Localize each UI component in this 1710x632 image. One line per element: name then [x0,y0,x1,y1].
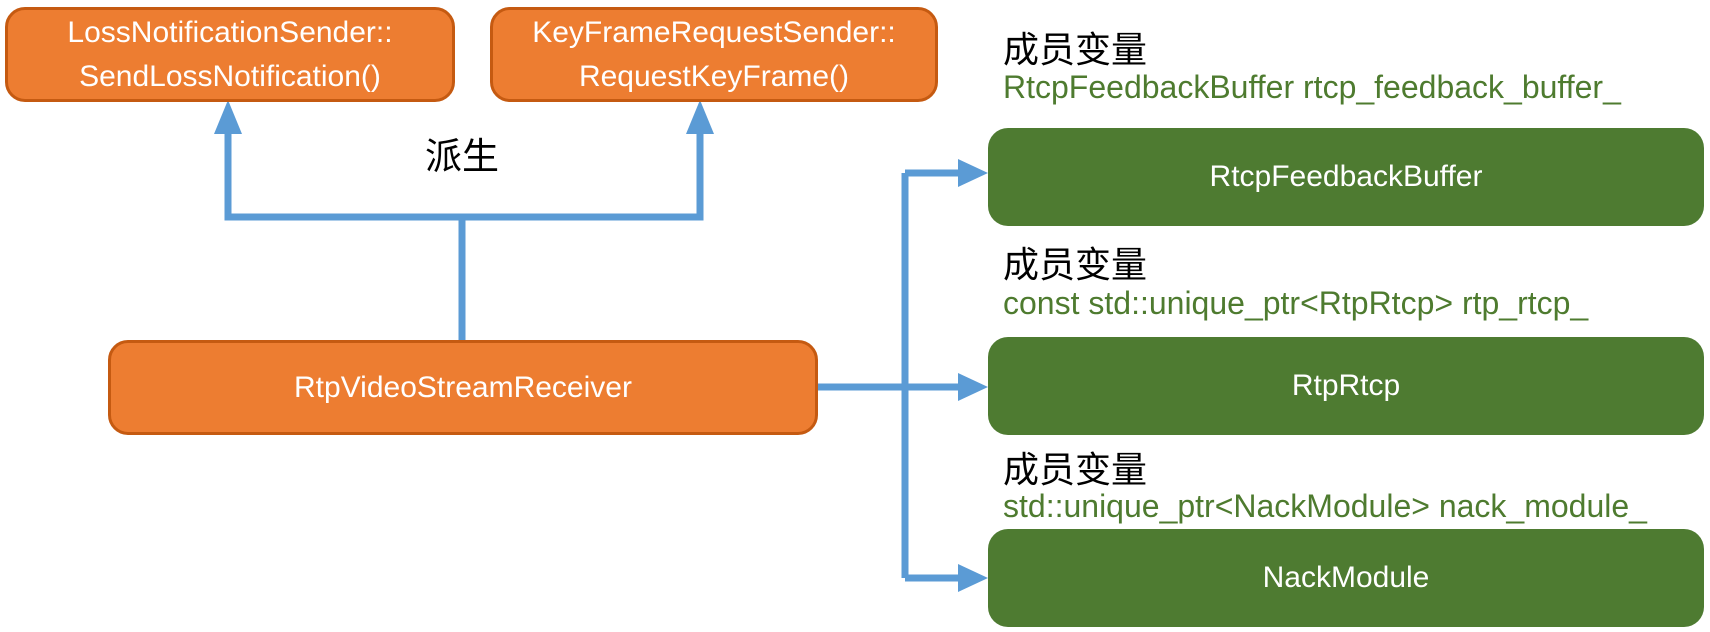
member-arrowhead-bottom [958,564,988,592]
member-section-label: 成员变量 [1003,244,1148,285]
member-arrowhead-middle [958,373,988,401]
class-box-line: NackModule [1262,561,1430,594]
class-box-line: LossNotificationSender:: [67,16,393,49]
class-box-line: RtcpFeedbackBuffer [1209,160,1483,193]
member-arrowhead-top [958,159,988,187]
class-box-line: RequestKeyFrame() [578,59,850,93]
class-box-line: RtpRtcp [1291,369,1401,402]
class-box-keyframe-request-sender: KeyFrameRequestSender:: RequestKeyFrame(… [490,7,938,102]
class-box-nack-module: NackModule [988,529,1704,627]
member-section-label: 成员变量 [1003,29,1148,70]
member-declaration: const std::unique_ptr<RtpRtcp> rtp_rtcp_ [1003,285,1589,321]
class-box-line: KeyFrameRequestSender:: [532,16,896,49]
class-box-rtp-rtcp: RtpRtcp [988,337,1704,435]
member-section-label: 成员变量 [1003,449,1148,490]
class-box-line: SendLossNotification() [79,59,381,93]
member-declaration: std::unique_ptr<NackModule> nack_module_ [1003,488,1647,524]
class-box-rtp-video-stream-receiver: RtpVideoStreamReceiver [108,340,818,435]
derive-label: 派生 [425,136,499,177]
inheritance-arrowhead-right [686,100,714,134]
member-declaration: RtcpFeedbackBuffer rtcp_feedback_buffer_ [1003,69,1621,105]
class-box-loss-notification-sender: LossNotificationSender:: SendLossNotific… [5,7,455,102]
class-box-rtcp-feedback-buffer: RtcpFeedbackBuffer [988,128,1704,226]
class-box-line: RtpVideoStreamReceiver [294,370,632,404]
inheritance-arrowhead-left [214,100,242,134]
